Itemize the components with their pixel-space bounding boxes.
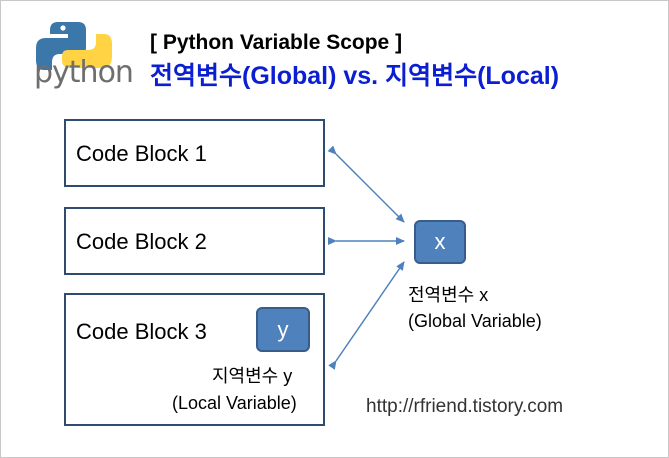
arrow-block3-to-x (328, 261, 405, 370)
code-block-3-label: Code Block 3 (76, 319, 207, 344)
title-line-1: [ Python Variable Scope ] (150, 31, 403, 54)
global-variable-box: x (414, 220, 466, 264)
local-variable-box: y (256, 307, 310, 352)
code-block-2-label: Code Block 2 (76, 229, 207, 254)
arrow-block1-to-x (327, 145, 405, 223)
code-block-1: Code Block 1 (64, 119, 325, 187)
source-url: http://rfriend.tistory.com (366, 396, 564, 417)
python-logo-icon (36, 22, 112, 70)
code-block-1-label: Code Block 1 (76, 141, 207, 166)
global-variable-caption-2: (Global Variable) (408, 311, 542, 331)
title-line-2: 전역변수(Global) vs. 지역변수(Local) (150, 62, 560, 90)
global-variable-caption-1: 전역변수 x (408, 285, 489, 305)
local-variable-caption-1: 지역변수 y (212, 366, 293, 386)
local-variable-caption-2: (Local Variable) (172, 393, 297, 413)
code-block-2: Code Block 2 (64, 207, 325, 275)
python-logo-wordmark: python (34, 55, 134, 90)
